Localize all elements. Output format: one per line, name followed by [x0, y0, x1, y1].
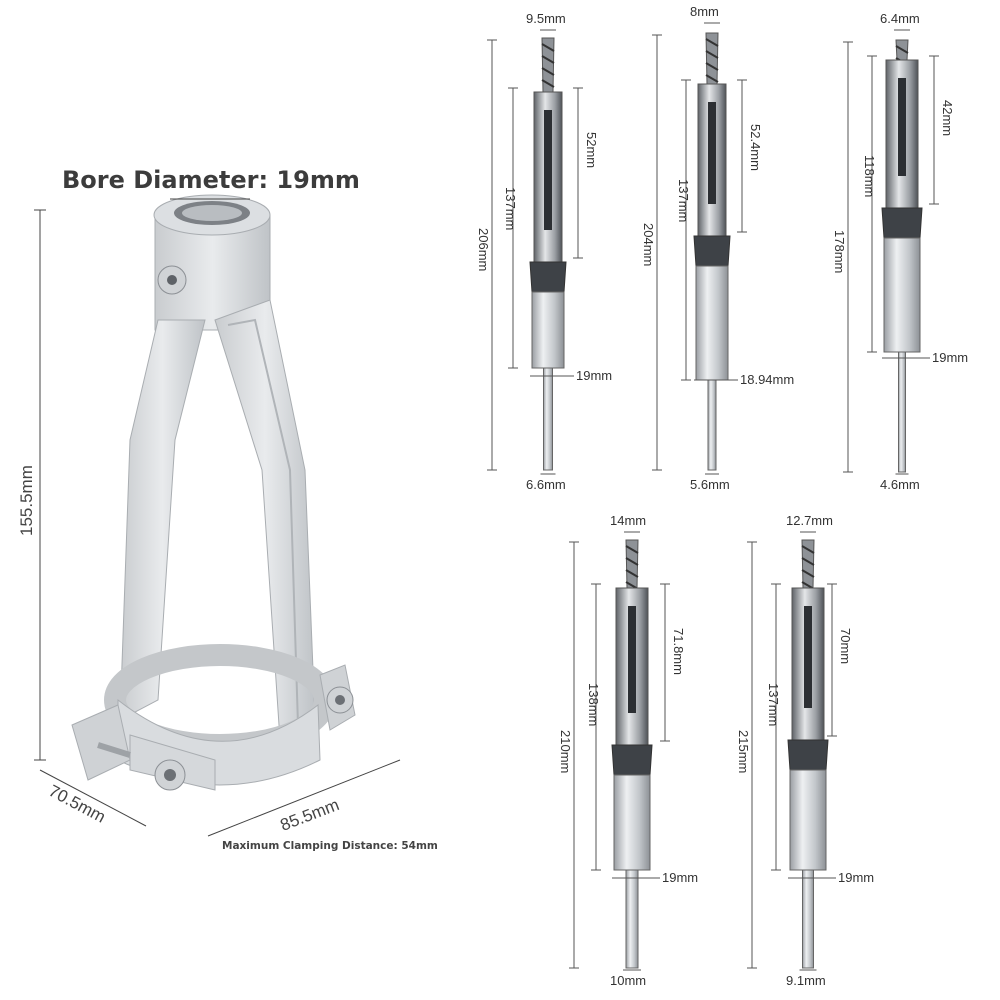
stand-height-label: 155.5mm — [17, 465, 36, 536]
bit-flute — [541, 43, 555, 52]
bit-tip-label: 9.5mm — [526, 11, 566, 26]
bit-total-label: 215mm — [736, 730, 751, 774]
bit-flute — [705, 74, 719, 83]
bit-chisel-slot — [544, 110, 552, 230]
bit-flute — [801, 557, 815, 566]
mortise-bits — [487, 22, 939, 971]
bit-chisel-label: 70mm — [838, 628, 853, 665]
bit-collar-label: 19mm — [932, 350, 969, 365]
clamping-distance-note: Maximum Clamping Distance: 54mm — [222, 840, 438, 852]
bit-collar-label: 19mm — [662, 870, 699, 885]
bit-collar-top — [529, 261, 567, 293]
bit-collar-label: 19mm — [838, 870, 875, 885]
bit-flute — [705, 62, 719, 71]
bit-shank — [707, 379, 717, 471]
bit-total-label: 210mm — [558, 730, 573, 774]
bit-collar-top — [693, 235, 731, 267]
bit-flute — [895, 45, 909, 54]
mortise-stand — [71, 194, 356, 791]
bit-shank — [898, 351, 906, 473]
bit-chisel-label: 71.8mm — [671, 628, 686, 675]
bit-shank-label: 6.6mm — [526, 477, 566, 492]
bit-body-label: 118mm — [862, 155, 877, 198]
bit-total-label: 206mm — [476, 228, 491, 272]
bit-collar-top — [881, 207, 923, 239]
bit-flute — [705, 50, 719, 59]
bit-flute — [801, 545, 815, 554]
bit-total-label: 204mm — [641, 223, 656, 267]
bit-collar — [613, 774, 651, 871]
bit-chisel-label: 52mm — [584, 132, 599, 169]
bit-shank — [625, 869, 639, 969]
bit-flute — [705, 38, 719, 47]
bit-shank-label: 4.6mm — [880, 477, 920, 492]
bit-tip-label: 12.7mm — [786, 513, 833, 528]
bit-flute — [801, 569, 815, 578]
bit-shank — [802, 869, 814, 969]
bit-chisel-slot — [708, 102, 716, 204]
bit-body-label: 137mm — [766, 683, 781, 727]
bit-body-label: 138mm — [586, 683, 601, 727]
bit-body-label: 137mm — [676, 179, 691, 223]
bit-flute — [625, 569, 639, 578]
bit-flute — [541, 55, 555, 64]
bit-flute — [541, 79, 555, 88]
bit-flute — [625, 557, 639, 566]
bit-shank-label: 9.1mm — [786, 973, 826, 988]
bit-shank-label: 10mm — [610, 973, 647, 988]
bore-diameter-title: Bore Diameter: 19mm — [62, 166, 360, 194]
bit-collar-label: 19mm — [576, 368, 613, 383]
bit-chisel-slot — [804, 606, 812, 708]
bit-collar — [883, 237, 921, 353]
stand-dimensions — [34, 198, 401, 837]
bit-collar-top — [611, 744, 653, 776]
bit-collar-top — [787, 739, 829, 771]
bit-collar-label: 18.94mm — [740, 372, 795, 387]
bit-shank-label: 5.6mm — [690, 477, 730, 492]
bit-chisel-slot — [628, 606, 636, 713]
bit-collar — [531, 291, 565, 369]
bit-chisel-label: 52.4mm — [748, 124, 763, 171]
bit-tip-label: 14mm — [610, 513, 647, 528]
bit-collar — [789, 769, 827, 871]
bit-flute — [541, 67, 555, 76]
bit-tip-label: 8mm — [690, 4, 719, 19]
bit-tip-label: 6.4mm — [880, 11, 920, 26]
bit-chisel-label: 42mm — [940, 100, 955, 137]
bit-shank — [543, 367, 553, 471]
bit-body-label: 137mm — [503, 187, 518, 231]
bit-flute — [625, 545, 639, 554]
bit-chisel-slot — [898, 78, 906, 176]
bit-total-label: 178mm — [832, 230, 847, 274]
bit-collar — [695, 265, 729, 381]
